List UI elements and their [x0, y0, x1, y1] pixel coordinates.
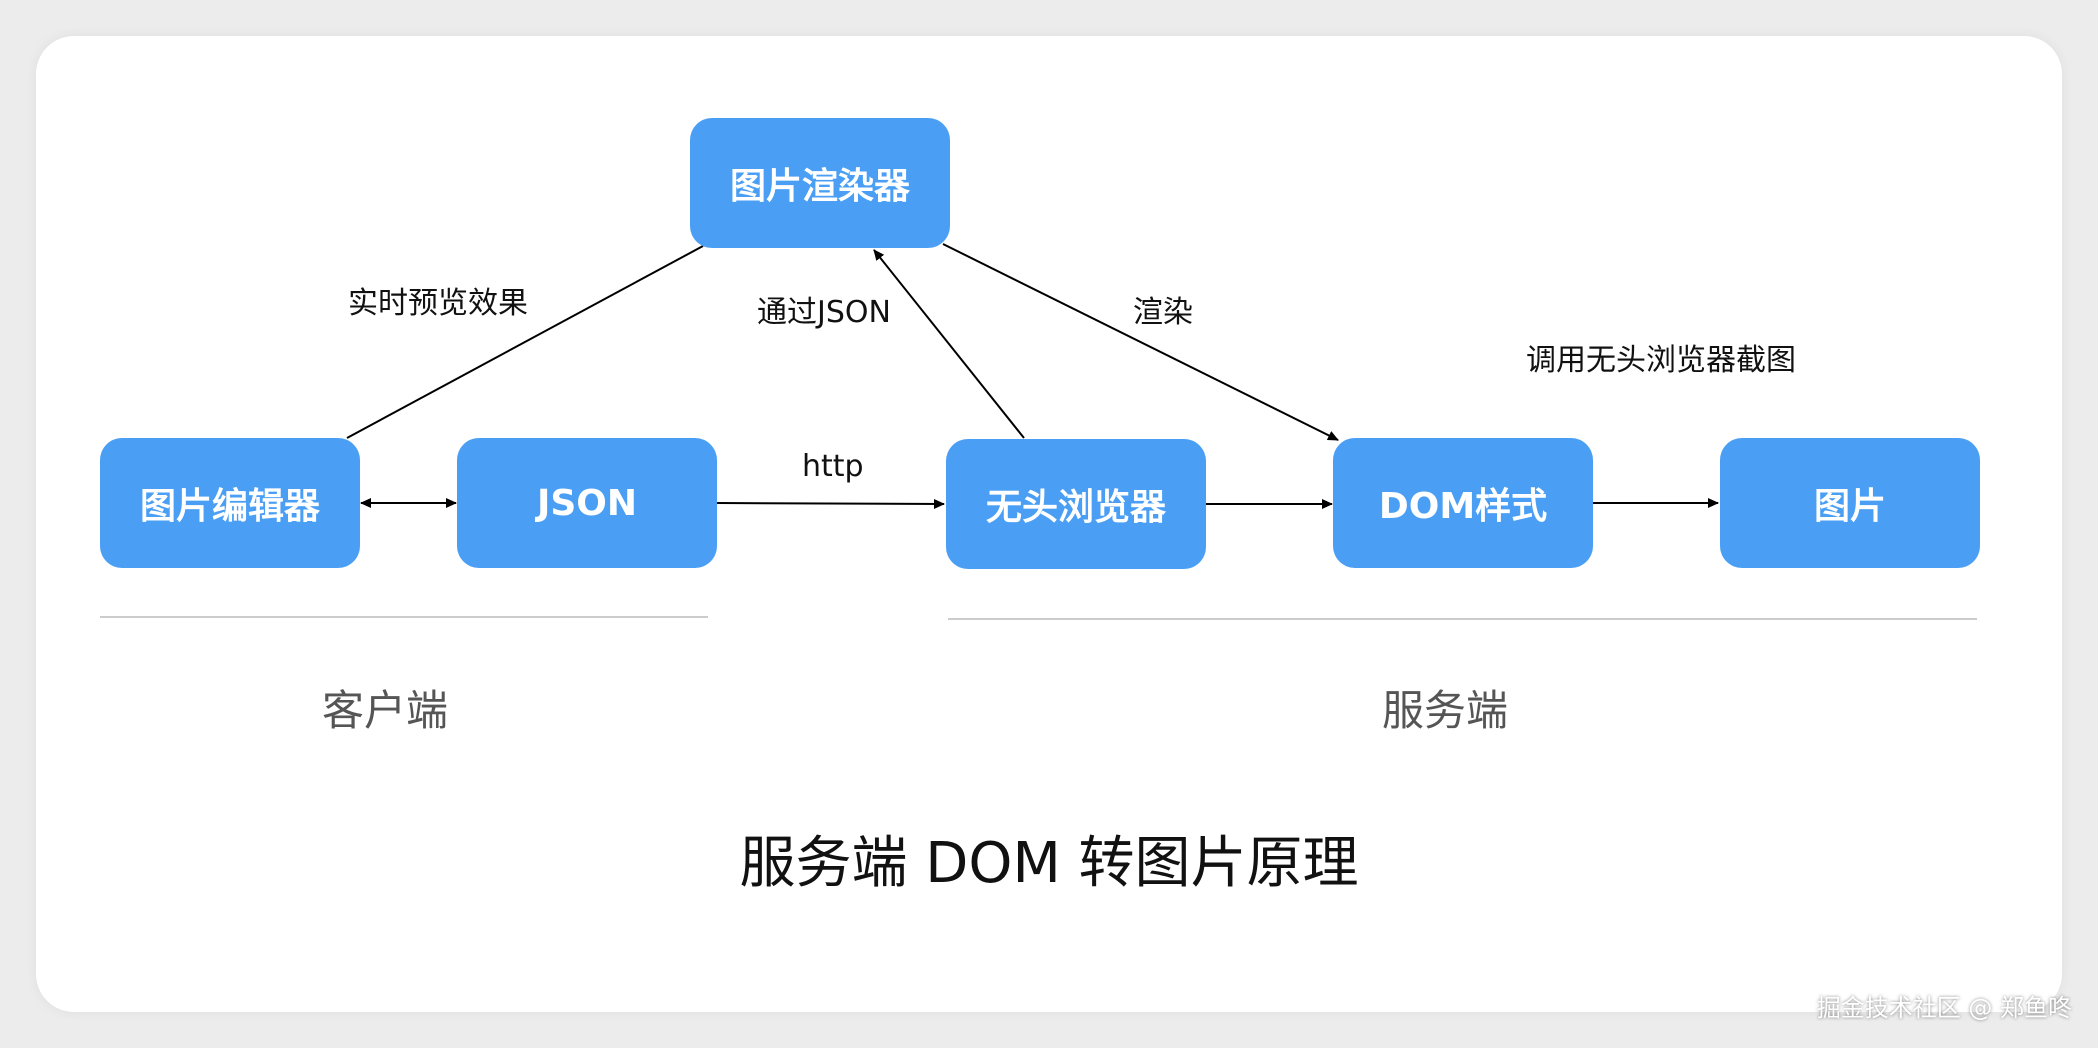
edge-editor-renderer [346, 245, 704, 439]
edge-json-headless [716, 498, 945, 509]
node-image: 图片 [1720, 438, 1980, 568]
edge-headless-renderer [873, 249, 1025, 439]
edge-renderer-dom [942, 243, 1339, 441]
diagram-title: 服务端 DOM 转图片原理 [739, 831, 1359, 896]
section-client: 客户端 [322, 686, 449, 735]
label-http: http [802, 449, 864, 484]
label-via-json: 通过JSON [757, 295, 891, 330]
node-image-renderer: 图片渲染器 [690, 118, 950, 248]
label-realtime-preview: 实时预览效果 [348, 286, 528, 321]
watermark: 掘金技术社区 @ 郑鱼咚 [1816, 994, 2072, 1022]
node-dom-style: DOM样式 [1333, 438, 1593, 568]
node-image-editor: 图片编辑器 [100, 438, 360, 568]
label-screenshot: 调用无头浏览器截图 [1526, 343, 1796, 378]
node-headless-browser: 无头浏览器 [946, 439, 1206, 569]
label-render: 渲染 [1133, 295, 1193, 330]
node-json: JSON [457, 438, 717, 568]
section-server: 服务端 [1382, 686, 1509, 735]
